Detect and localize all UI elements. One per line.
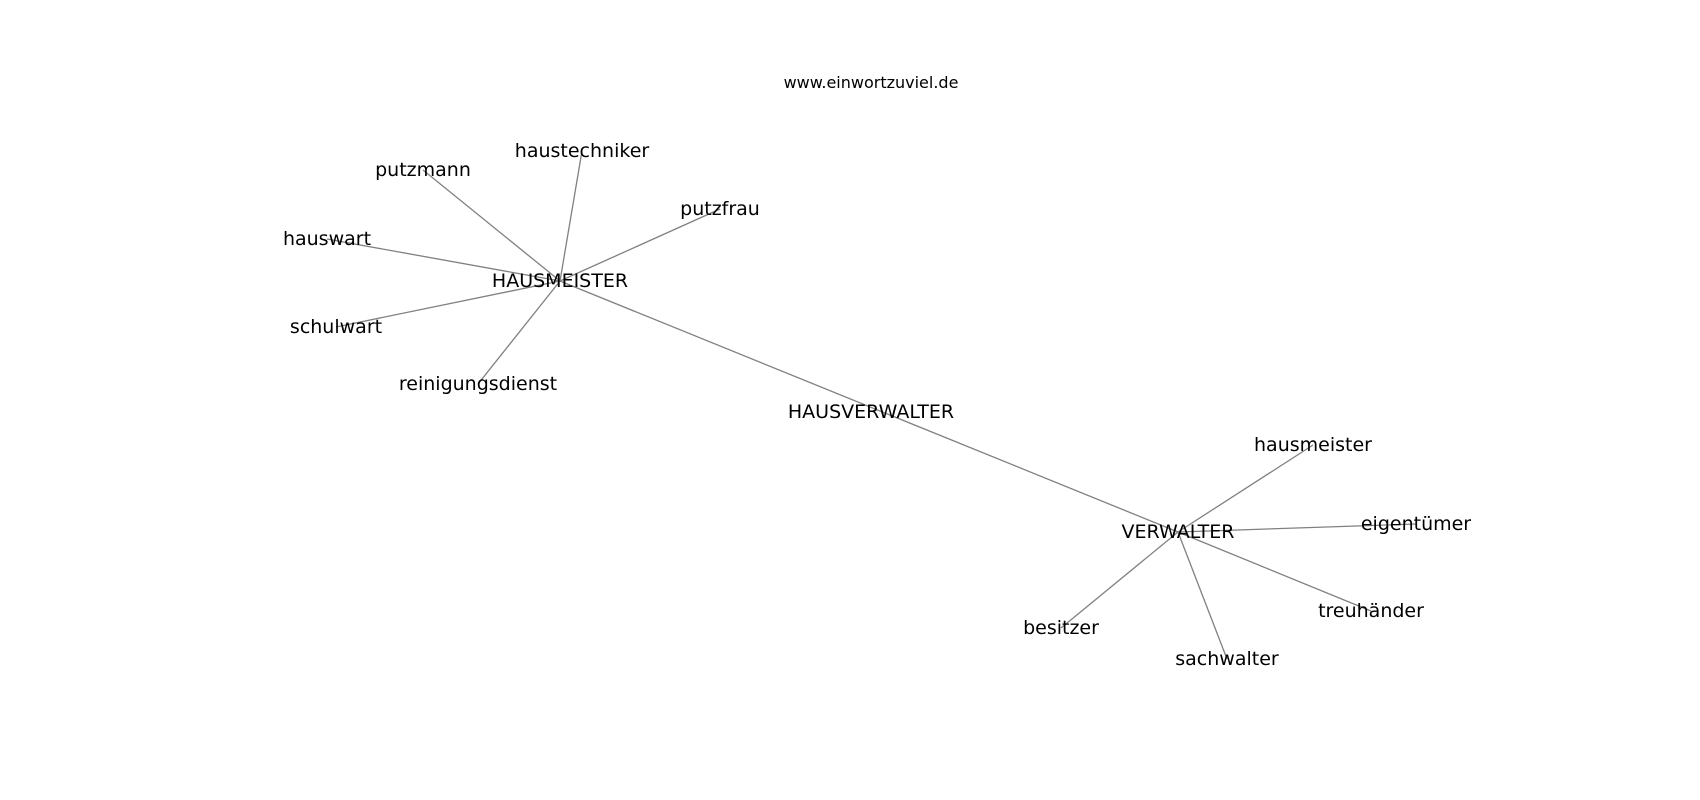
node-label-hausmeister: HAUSMEISTER [492,270,628,292]
node-label-sachwalter: sachwalter [1175,648,1279,670]
labels-layer: HAUSVERWALTER HAUSMEISTER VERWALTER haustec… [283,140,1471,670]
node-label-putzmann: putzmann [375,159,471,181]
edge-hausmeister-hauswart [326,238,561,282]
edge-verwalter-besitzer [1060,531,1179,629]
edge-hausmeister-verwalter [559,280,1179,533]
edges-layer [326,150,1417,660]
edge-verwalter-hausmeister [1177,444,1314,533]
edge-verwalter-treuhaender [1177,531,1372,612]
node-label-reinigungsdienst: reinigungsdienst [399,373,557,395]
edge-hausmeister-putzmann [422,169,561,282]
node-label-hausverwalter: HAUSVERWALTER [788,401,954,423]
node-label-eigentuemer: eigentümer [1361,513,1471,535]
node-label-verwalter: VERWALTER [1122,521,1235,543]
node-label-hauswart: hauswart [283,228,371,250]
edge-hausmeister-putzfrau [559,208,721,282]
edge-verwalter-sachwalter [1177,531,1228,660]
node-label-hausmeister: hausmeister [1254,434,1372,456]
edge-hausmeister-haustechniker [559,150,583,282]
node-label-besitzer: besitzer [1023,617,1099,639]
node-label-schulwart: schulwart [290,316,382,338]
edge-hausmeister-schulwart [335,280,561,328]
watermark-text: www.einwortzuviel.de [784,73,959,92]
edge-verwalter-eigentuemer [1177,523,1417,533]
node-label-haustechniker: haustechniker [515,140,650,162]
node-label-treuhaender: treuhänder [1318,600,1424,622]
node-label-putzfrau: putzfrau [680,198,760,220]
edge-hausmeister-reinigungsdienst [477,280,561,385]
